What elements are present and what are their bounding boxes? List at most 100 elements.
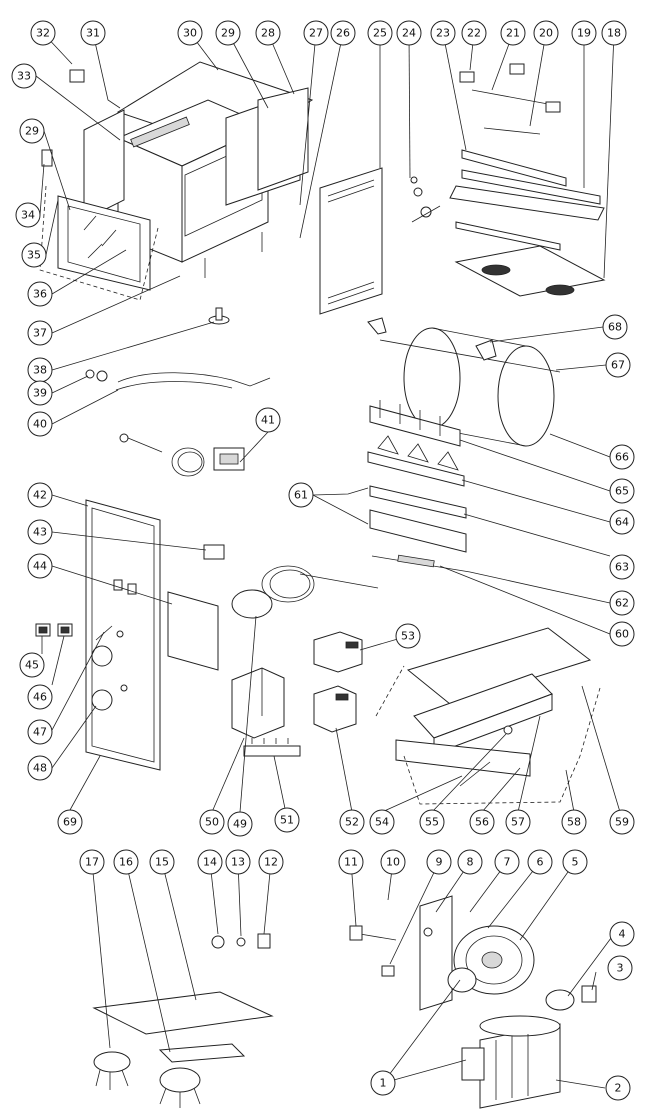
svg-text:7: 7 (504, 856, 511, 869)
svg-text:39: 39 (33, 387, 47, 400)
svg-text:45: 45 (25, 659, 39, 672)
callout-23: 23 (430, 20, 456, 46)
oven-cabinet-illustration (41, 61, 314, 278)
svg-text:56: 56 (475, 816, 489, 829)
svg-text:23: 23 (436, 27, 450, 40)
callout-66: 66 (609, 444, 635, 470)
svg-text:29: 29 (221, 27, 235, 40)
svg-text:64: 64 (615, 516, 629, 529)
callout-63: 63 (609, 554, 635, 580)
callout-21: 21 (500, 20, 526, 46)
foot-illustration (208, 307, 230, 325)
svg-text:60: 60 (615, 628, 629, 641)
svg-text:8: 8 (467, 856, 474, 869)
svg-text:48: 48 (33, 762, 47, 775)
svg-text:44: 44 (33, 560, 47, 573)
callout-67: 67 (605, 352, 631, 378)
callout-46: 46 (27, 684, 53, 710)
svg-text:12: 12 (264, 856, 278, 869)
callout-41: 41 (255, 407, 281, 433)
callout-32: 32 (30, 20, 56, 46)
callout-60: 60 (609, 621, 635, 647)
svg-text:18: 18 (607, 27, 621, 40)
callout-61: 61 (288, 482, 314, 508)
svg-text:17: 17 (85, 856, 99, 869)
svg-text:43: 43 (33, 526, 47, 539)
svg-text:14: 14 (203, 856, 217, 869)
svg-text:32: 32 (36, 27, 50, 40)
svg-text:65: 65 (615, 485, 629, 498)
callout-7: 7 (494, 849, 520, 875)
rotisserie-drum-illustration (367, 317, 561, 447)
callout-2: 2 (605, 1075, 631, 1101)
callout-4: 4 (609, 921, 635, 947)
svg-text:46: 46 (33, 691, 47, 704)
callout-54: 54 (369, 809, 395, 835)
svg-text:29: 29 (25, 125, 39, 138)
svg-text:50: 50 (205, 816, 219, 829)
callout-50: 50 (199, 809, 225, 835)
callout-10: 10 (380, 849, 406, 875)
callout-38: 38 (27, 357, 53, 383)
svg-text:35: 35 (27, 249, 41, 262)
svg-text:62: 62 (615, 597, 629, 610)
callout-48: 48 (27, 755, 53, 781)
callout-65: 65 (609, 478, 635, 504)
callout-6: 6 (527, 849, 553, 875)
callout-28: 28 (255, 20, 281, 46)
svg-text:34: 34 (21, 209, 35, 222)
callout-36: 36 (27, 281, 53, 307)
callout-5: 5 (562, 849, 588, 875)
contactor-illustration (231, 667, 301, 757)
callout-29-left: 29 (19, 118, 45, 144)
callout-29: 29 (215, 20, 241, 46)
callout-34: 34 (15, 202, 41, 228)
callout-14: 14 (197, 849, 223, 875)
callout-35: 35 (21, 242, 47, 268)
svg-text:37: 37 (33, 327, 47, 340)
callout-31: 31 (80, 20, 106, 46)
callout-13: 13 (225, 849, 251, 875)
callout-17: 17 (79, 849, 105, 875)
svg-text:67: 67 (611, 359, 625, 372)
callouts: 32 31 30 29 28 27 26 25 24 23 22 21 20 1… (11, 20, 635, 1101)
svg-text:58: 58 (567, 816, 581, 829)
thermostat-illustration (85, 369, 271, 477)
callout-15: 15 (149, 849, 175, 875)
svg-text:54: 54 (375, 816, 389, 829)
svg-text:57: 57 (511, 816, 525, 829)
callout-69: 69 (57, 809, 83, 835)
svg-text:3: 3 (617, 962, 624, 975)
nuts-illustration (211, 933, 271, 949)
callout-47: 47 (27, 719, 53, 745)
svg-text:5: 5 (572, 856, 579, 869)
callout-25: 25 (367, 20, 393, 46)
svg-text:42: 42 (33, 489, 47, 502)
callout-53: 53 (395, 623, 421, 649)
callout-68: 68 (602, 314, 628, 340)
svg-text:16: 16 (119, 856, 133, 869)
callout-51: 51 (274, 807, 300, 833)
callout-16: 16 (113, 849, 139, 875)
callout-58: 58 (561, 809, 587, 835)
callout-11: 11 (338, 849, 364, 875)
svg-text:61: 61 (294, 489, 308, 502)
svg-text:52: 52 (345, 816, 359, 829)
svg-text:69: 69 (63, 816, 77, 829)
heating-elements-illustration (410, 63, 606, 297)
callout-56: 56 (469, 809, 495, 835)
callout-57: 57 (505, 809, 531, 835)
callout-22: 22 (461, 20, 487, 46)
svg-text:68: 68 (608, 321, 622, 334)
baskets-trays-illustration (367, 400, 471, 573)
control-panel-illustration (35, 499, 379, 771)
relay-blocks-illustration (313, 631, 363, 733)
svg-text:11: 11 (344, 856, 358, 869)
callout-55: 55 (419, 809, 445, 835)
callout-1: 1 (370, 1070, 396, 1096)
leader-lines (35, 32, 621, 1089)
svg-text:55: 55 (425, 816, 439, 829)
callout-19: 19 (571, 20, 597, 46)
